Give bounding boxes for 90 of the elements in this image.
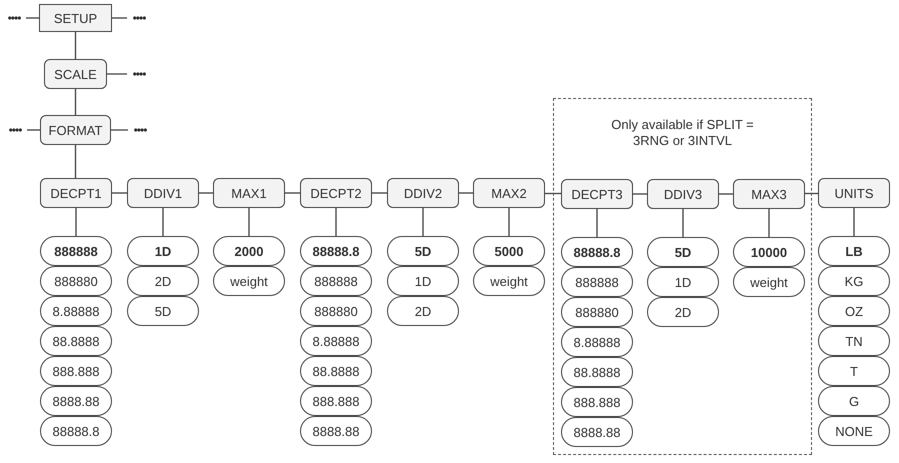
menu-box: DDIV3	[647, 179, 719, 209]
option-pill: LB	[818, 236, 890, 266]
continuation-dots: ••••	[127, 10, 151, 26]
option-pill: NONE	[818, 416, 890, 446]
menu-box: DECPT2	[300, 178, 372, 208]
option-pill: 5000	[473, 236, 545, 266]
option-pill: 88.8888	[40, 326, 112, 356]
option-pill: KG	[818, 266, 890, 296]
connector-line	[768, 209, 770, 237]
option-pill: 888888	[561, 267, 633, 297]
connector-line	[596, 209, 598, 237]
option-pill: weight	[733, 267, 805, 297]
connector-line	[335, 208, 337, 236]
option-pill: G	[818, 386, 890, 416]
connector-line	[162, 208, 164, 236]
option-pill: 88.8888	[300, 356, 372, 386]
menu-box: FORMAT	[40, 115, 111, 145]
connector-line	[633, 193, 647, 195]
option-pill: 2D	[647, 297, 719, 327]
connector-line	[111, 129, 128, 131]
option-pill: 888.888	[300, 386, 372, 416]
option-pill: weight	[213, 266, 285, 296]
connector-line	[853, 208, 855, 236]
option-pill: 1D	[127, 236, 199, 266]
option-pill: 88888.8	[300, 236, 372, 266]
menu-box: UNITS	[818, 178, 890, 208]
menu-box: DECPT3	[561, 179, 633, 209]
connector-line	[107, 73, 127, 75]
option-pill: 88.8888	[561, 357, 633, 387]
option-pill: 2D	[127, 266, 199, 296]
option-pill: weight	[473, 266, 545, 296]
connector-line	[26, 17, 39, 19]
connector-line	[285, 192, 300, 194]
option-pill: 8.88888	[300, 326, 372, 356]
menu-box: DECPT1	[40, 178, 112, 208]
option-pill: 8.88888	[40, 296, 112, 326]
connector-line	[75, 208, 77, 236]
menu-box: MAX3	[733, 179, 805, 209]
connector-line	[682, 209, 684, 237]
option-pill: 888880	[300, 296, 372, 326]
continuation-dots: ••••	[2, 10, 26, 26]
connector-line	[805, 192, 818, 194]
option-pill: 5D	[647, 237, 719, 267]
option-pill: 2D	[387, 296, 459, 326]
connector-line	[112, 192, 127, 194]
menu-box: SCALE	[44, 59, 107, 89]
option-pill: 1D	[387, 266, 459, 296]
option-pill: 1D	[647, 267, 719, 297]
menu-box: MAX2	[473, 178, 545, 208]
option-pill: OZ	[818, 296, 890, 326]
option-pill: 88888.8	[561, 237, 633, 267]
option-pill: 5D	[127, 296, 199, 326]
option-pill: 888888	[300, 266, 372, 296]
connector-line	[372, 192, 387, 194]
connector-line	[508, 208, 510, 236]
option-pill: 8888.88	[561, 417, 633, 447]
connector-line	[112, 17, 127, 19]
continuation-dots: ••••	[127, 66, 151, 82]
option-pill: TN	[818, 326, 890, 356]
connector-line	[719, 193, 733, 195]
connector-line	[74, 32, 76, 59]
option-pill: 8888.88	[40, 386, 112, 416]
connector-line	[27, 129, 40, 131]
connector-line	[545, 192, 561, 194]
connector-line	[422, 208, 424, 236]
option-pill: 8.88888	[561, 327, 633, 357]
connector-line	[74, 89, 76, 115]
option-pill: 10000	[733, 237, 805, 267]
condition-note: Only available if SPLIT = 3RNG or 3INTVL	[610, 117, 755, 149]
dashed-group-frame	[553, 98, 812, 455]
connector-line	[248, 208, 250, 236]
connector-line	[459, 192, 473, 194]
option-pill: 888880	[561, 297, 633, 327]
option-pill: 8888.88	[300, 416, 372, 446]
menu-box: DDIV1	[127, 178, 199, 208]
option-pill: 888880	[40, 266, 112, 296]
connector-line	[199, 192, 213, 194]
connector-line	[74, 145, 76, 178]
menu-box: MAX1	[213, 178, 285, 208]
option-pill: 888.888	[561, 387, 633, 417]
option-pill: 5D	[387, 236, 459, 266]
menu-box: DDIV2	[387, 178, 459, 208]
option-pill: 2000	[213, 236, 285, 266]
continuation-dots: ••••	[128, 122, 152, 138]
option-pill: 888888	[40, 236, 112, 266]
option-pill: 88888.8	[40, 416, 112, 446]
option-pill: T	[818, 356, 890, 386]
option-pill: 888.888	[40, 356, 112, 386]
menu-box: SETUP	[39, 4, 112, 32]
continuation-dots: ••••	[3, 122, 27, 138]
